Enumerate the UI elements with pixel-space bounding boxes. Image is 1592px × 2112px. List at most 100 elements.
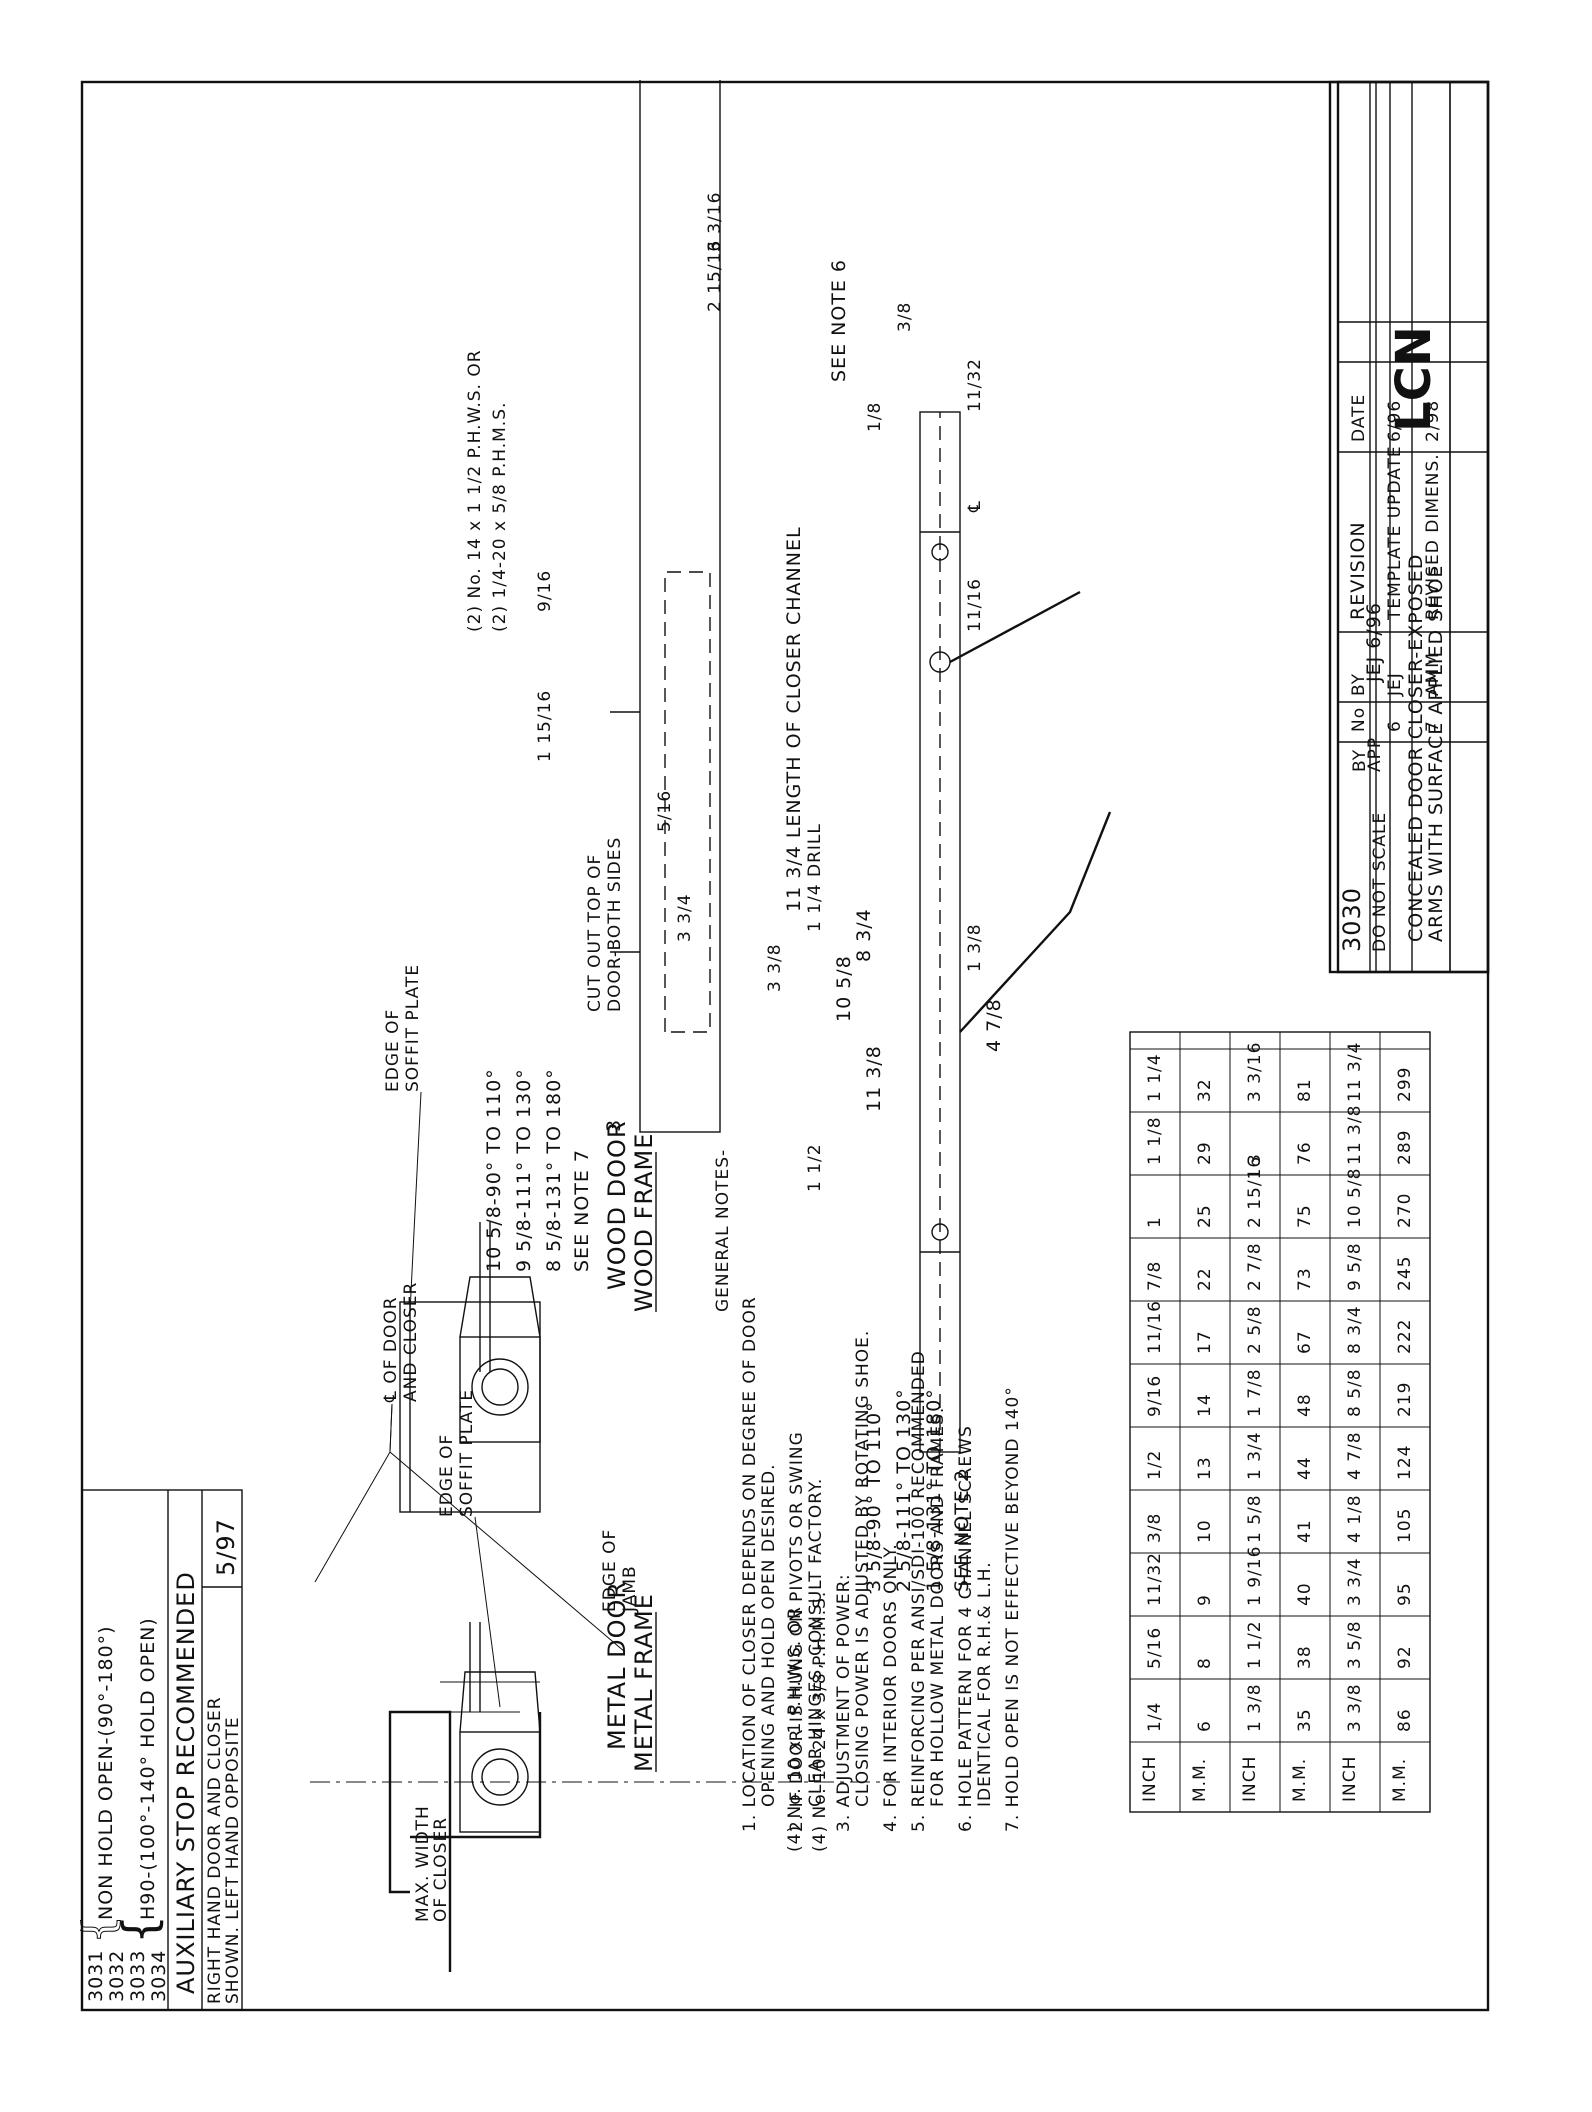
conv-cell: 86	[1395, 1708, 1415, 1732]
door-opening-1: 3 5/8-90° TO 110°	[863, 1401, 885, 1592]
dim-10-5-8: 10 5/8	[833, 955, 855, 1022]
rev-header-by: BY	[1349, 673, 1369, 696]
conv-cell: 3 3/8	[1345, 1683, 1365, 1732]
cl-callout: ℄ OF DOOR AND CLOSER	[310, 1282, 900, 1783]
conv-cell: 14	[1195, 1393, 1215, 1417]
conv-cell: 3 3/4	[1345, 1557, 1365, 1606]
conv-cell: 9/16	[1145, 1375, 1165, 1417]
conv-cell: 270	[1395, 1193, 1415, 1228]
metal-door-caption: METAL DOOR	[603, 1581, 631, 1750]
door-opening-table: 3 5/8-90° TO 110° 2 5/8-111° TO 130° 1 5…	[863, 1388, 973, 1592]
conv-cell: 1/2	[1145, 1450, 1165, 1480]
conv-cell: 13	[1195, 1456, 1215, 1480]
conv-cell: 1 9/16	[1245, 1546, 1265, 1606]
conv-row2-label: M.M.	[1190, 1758, 1210, 1802]
dim-1-3-8: 1 3/8	[965, 923, 985, 972]
frame-opening-1: 10 5/8-90° TO 110°	[483, 1068, 505, 1272]
conv-cell: 40	[1295, 1582, 1315, 1606]
door-opening-2: 2 5/8-111° TO 130°	[893, 1388, 915, 1592]
drawing-border	[80, 80, 1490, 2012]
conv-cell: 17	[1195, 1330, 1215, 1354]
conv-cell: 7/8	[1145, 1261, 1165, 1291]
note-6a: 6. HOLE PATTERN FOR 4 CHANNEL SCREWS	[956, 1425, 976, 1832]
note-3a: 3. ADJUSTMENT OF POWER:	[834, 1573, 854, 1832]
soffit-b-label-1: EDGE OF	[383, 1009, 403, 1092]
conv-cell: 1/4	[1145, 1702, 1165, 1732]
cutout-label-1: CUT OUT TOP OF	[585, 854, 605, 1012]
conv-cell: 9	[1195, 1594, 1215, 1606]
lcn-logo: LCN	[1386, 326, 1442, 432]
max-width-label-1: MAX. WIDTH	[413, 1805, 433, 1922]
rev-row-2-desc: REVISED DIMENS.	[1423, 453, 1443, 620]
notes-heading: GENERAL NOTES-	[713, 1149, 733, 1312]
conv-cell: 11 3/4	[1345, 1042, 1365, 1102]
conv-cell: 124	[1395, 1445, 1415, 1480]
conv-cell: 245	[1395, 1256, 1415, 1291]
lcn-title-block: 3030 DO NOT SCALE APP BY JEJ 6/96 CONCEA…	[1328, 80, 1490, 974]
dim-4-7-8: 4 7/8	[983, 998, 1005, 1052]
conv-cell: 75	[1295, 1204, 1315, 1228]
conv-cell: 73	[1295, 1267, 1315, 1291]
conv-cell: 44	[1295, 1456, 1315, 1480]
conv-cell: 299	[1395, 1067, 1415, 1102]
hand-note-1: RIGHT HAND DOOR AND CLOSER	[205, 1696, 225, 2004]
conv-cell: 2 7/8	[1245, 1242, 1265, 1291]
conv-cell: 3 3/16	[1245, 1042, 1265, 1102]
conv-cell: 1 1/8	[1145, 1116, 1165, 1165]
conv-cell: 67	[1295, 1330, 1315, 1354]
rev-row-2-date: 2/98	[1423, 400, 1443, 442]
dim-9-16: 9/16	[535, 570, 555, 612]
metal-frame-caption: METAL FRAME	[630, 1593, 658, 1772]
wood-frame-caption: WOOD FRAME	[630, 1133, 658, 1312]
conv-row5-label: INCH	[1340, 1756, 1360, 1802]
rev-header-no: No	[1349, 707, 1369, 732]
conv-cell: 11/16	[1145, 1300, 1165, 1354]
frame-opening-table: 10 5/8-90° TO 110° 9 5/8-111° TO 130° 8 …	[483, 1068, 593, 1272]
jamb-label-1: EDGE OF	[600, 1529, 620, 1612]
conv-cell: 5/16	[1145, 1627, 1165, 1669]
screw-note-2: (4) No. 10-24 x 3/8 P.H.M.S.	[810, 1591, 830, 1852]
conv-cell: 92	[1395, 1645, 1415, 1669]
date-code: 5/97	[212, 1518, 240, 1576]
max-width-label-2: OF CLOSER	[431, 1817, 451, 1922]
note-3b: CLOSING POWER IS ADJUSTED BY ROTATING SH…	[853, 1330, 873, 1807]
conv-cell: 95	[1395, 1582, 1415, 1606]
hold-open-text: H90-(100°-140° HOLD OPEN)	[137, 1617, 159, 1920]
door-opening-3: 1 5/8-131° TO 180°	[923, 1388, 945, 1592]
frame-see-note: SEE NOTE 7	[571, 1149, 593, 1272]
plan-view: 11 3/8 10 5/8 4 7/8 3/8 1/8 11/32 11/16 …	[785, 259, 1112, 1852]
app-value: JEJ 6/96	[1363, 602, 1385, 683]
conv-cell: 11 3/8	[1345, 1105, 1365, 1165]
rev-row-2-no: 7	[1423, 720, 1443, 732]
note-7: 7. HOLD OPEN IS NOT EFFECTIVE BEYOND 140…	[1003, 1386, 1023, 1832]
door-see-note: SEE NOTE 2	[951, 1469, 973, 1592]
soffit-label-2: SOFFIT PLATE	[457, 1389, 477, 1517]
conv-cell: 81	[1295, 1078, 1315, 1102]
dim-3-3-4: 3 3/4	[675, 893, 695, 942]
dim-5-16: 5/16	[655, 790, 675, 832]
model-title-block: 3031 3032 3033 3034 { { NON HOLD OPEN-(9…	[70, 1489, 243, 2011]
cl-door-label-1: ℄ OF DOOR	[381, 1296, 401, 1403]
model-3032: 3032	[106, 1950, 128, 2002]
conv-cell: 25	[1195, 1204, 1215, 1228]
cutout-label-2: DOOR-BOTH SIDES	[605, 837, 625, 1012]
conv-cell: 35	[1295, 1708, 1315, 1732]
conv-cell: 1	[1145, 1216, 1165, 1228]
model-3033: 3033	[127, 1950, 149, 2002]
metal-frame-view: MAX. WIDTH OF CLOSER EDGE OF SOFFIT PLAT…	[388, 1389, 658, 1972]
note-2a: 2. IF DOOR IS HUNG ON PIVOTS OR SWING	[787, 1431, 807, 1832]
rev-row-1-desc: TEMPLATE UPDATE	[1385, 445, 1405, 621]
cl-mark: ℄	[965, 500, 985, 513]
note-5a: 5. REINFORCING PER ANSI/SDI-100 RECOMMEN…	[909, 1350, 929, 1832]
conv-cell: 2 15/16	[1245, 1156, 1265, 1228]
screw-note-1: (4) No. 10 x 1 P.H.W.S. OR	[785, 1606, 805, 1852]
wood-door-caption: WOOD DOOR	[603, 1120, 631, 1290]
conv-cell: 289	[1395, 1130, 1415, 1165]
scale-note: DO NOT SCALE	[1370, 812, 1390, 952]
dim-1-15-16: 1 15/16	[535, 690, 555, 762]
wood-frame-view: EDGE OF SOFFIT PLATE WOOD DOOR WOOD FRAM…	[383, 964, 658, 1513]
model-3031: 3031	[85, 1950, 107, 2002]
dim-1-8: 1/8	[865, 402, 885, 432]
conv-row1-label: INCH	[1140, 1756, 1160, 1802]
